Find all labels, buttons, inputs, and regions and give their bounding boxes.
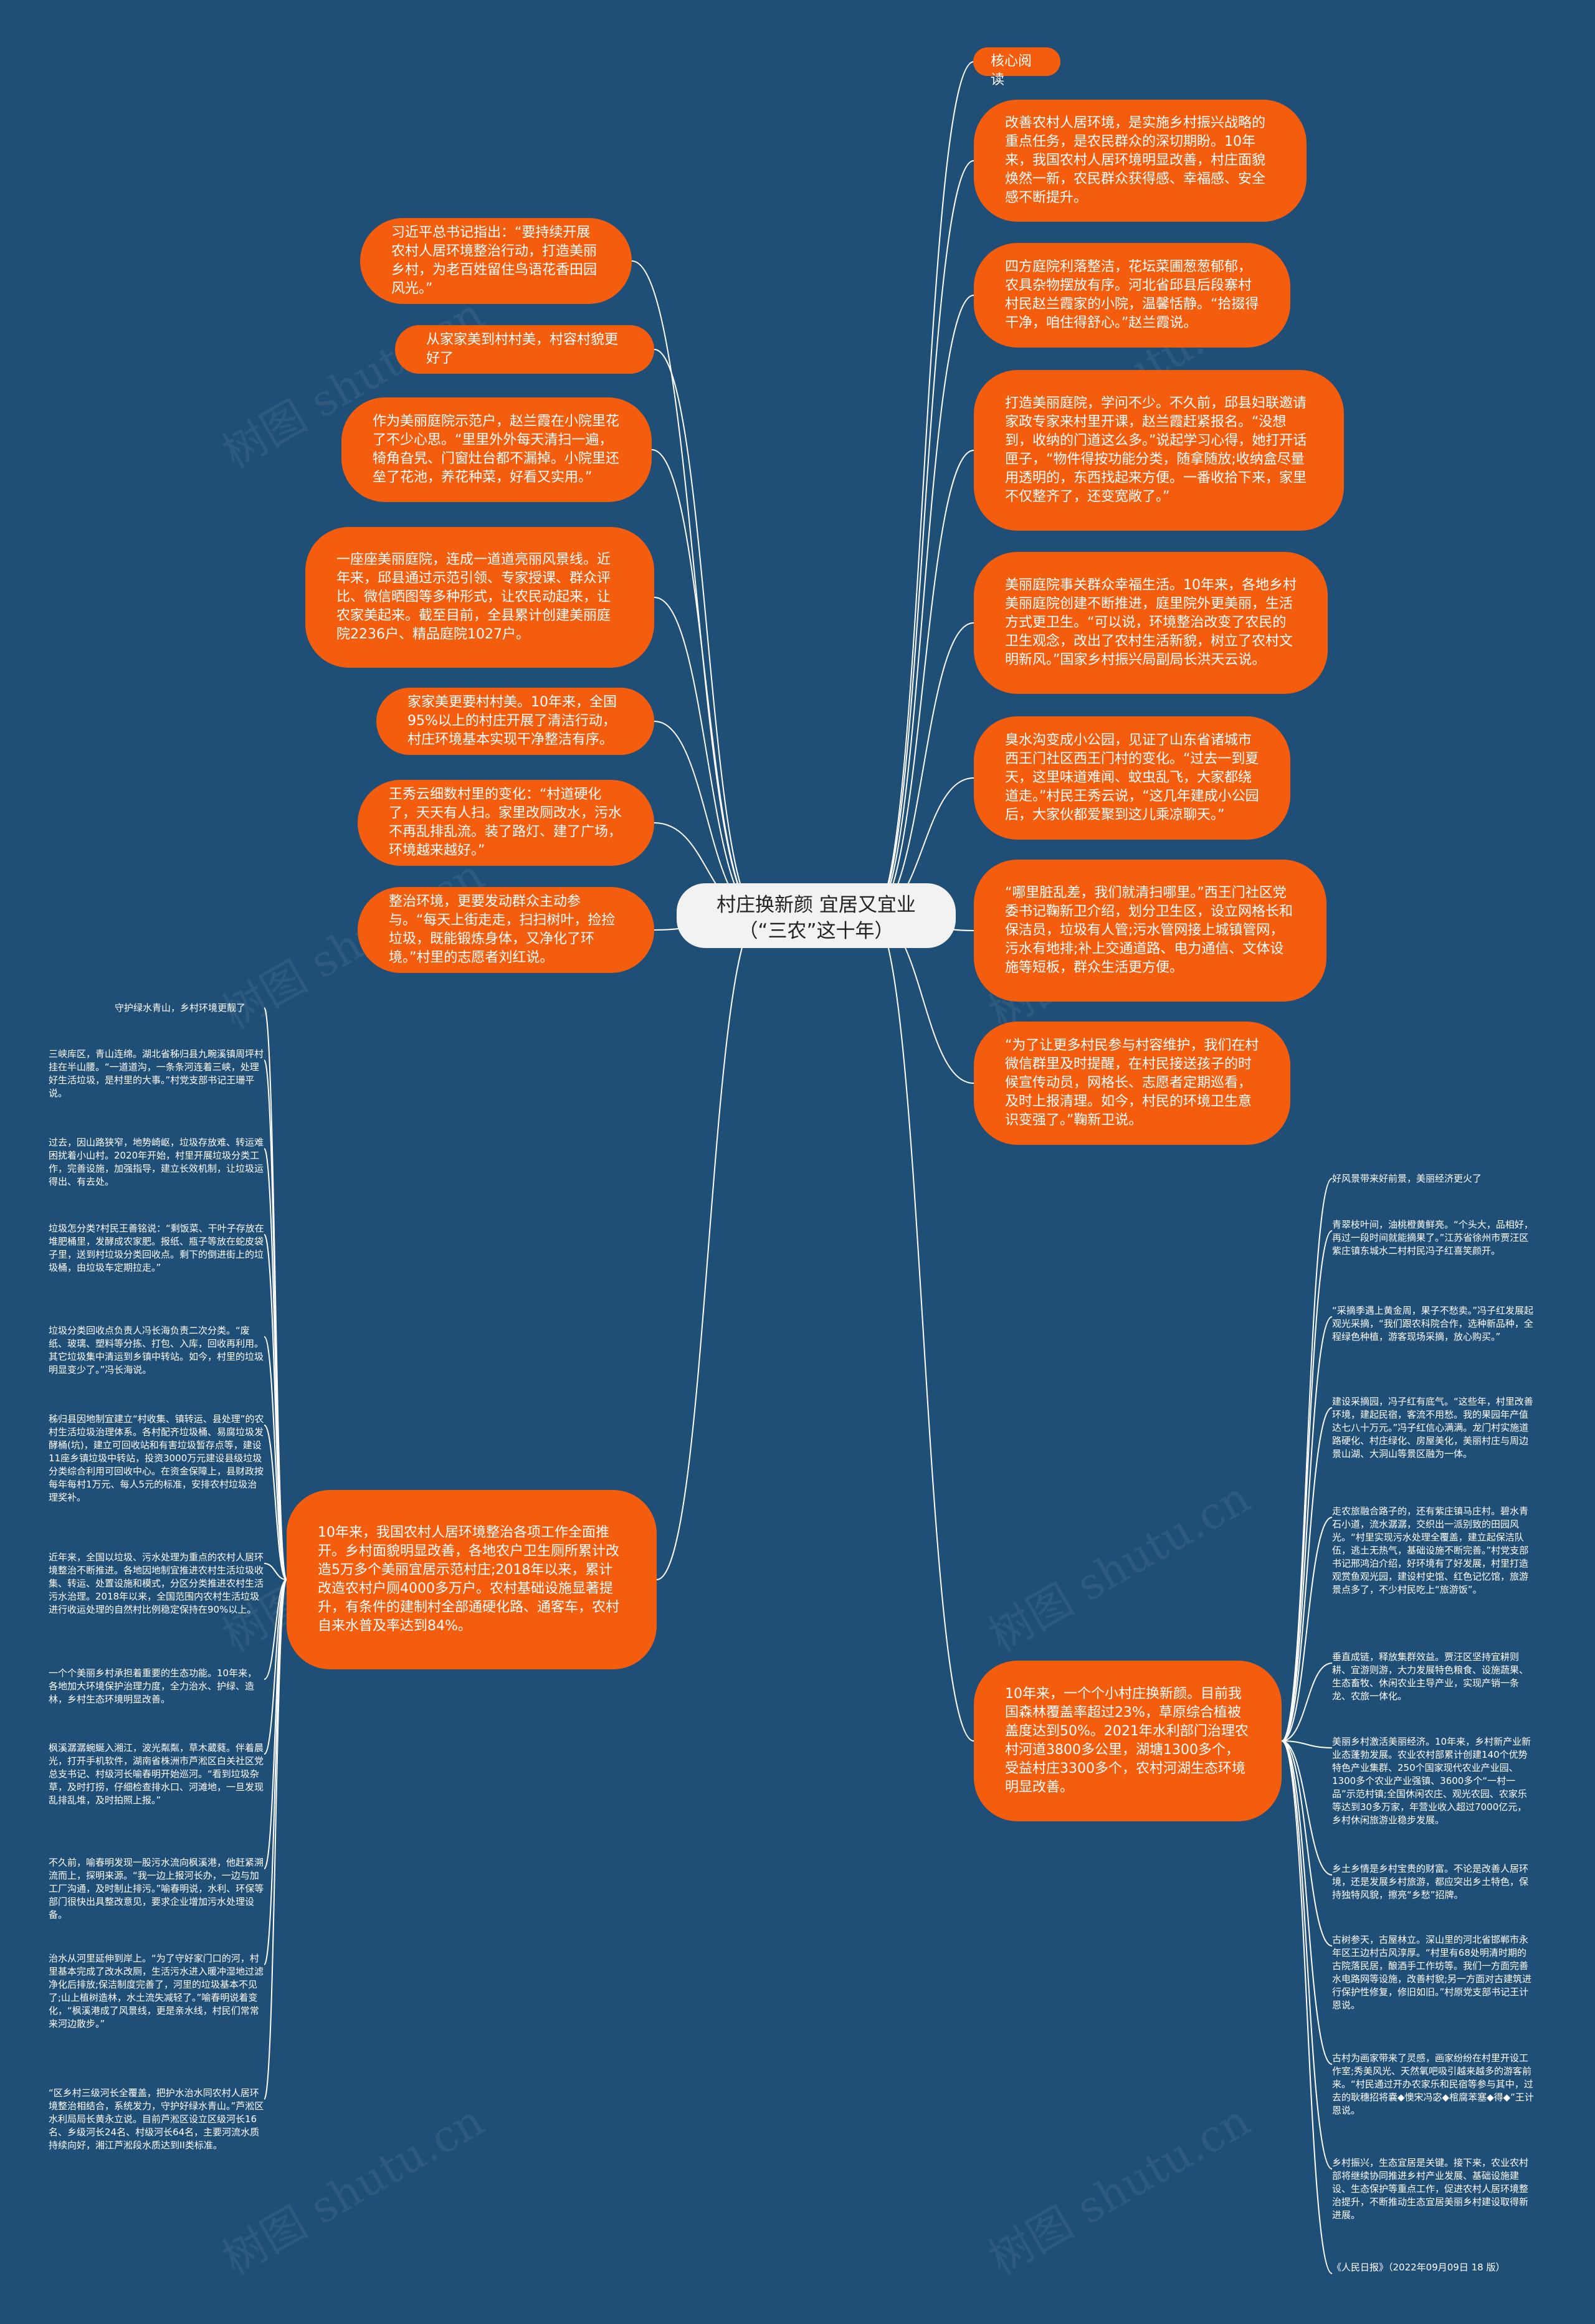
leaf-lb-9: 不久前，喻春明发现一股污水流向枫溪港，他赶紧溯流而上，探明来源。“我一边上报河长… bbox=[49, 1857, 264, 1920]
link-lb-leaf-5 bbox=[264, 1425, 287, 1580]
link-rb-leaf-7 bbox=[1281, 1740, 1333, 1876]
leaf-rb-3: 建设采摘园，冯子红有底气。“这些年，村里改善环境，建起民宿，客流不用愁。我的果园… bbox=[1332, 1396, 1533, 1459]
link-lb-leaf-3 bbox=[264, 1234, 287, 1580]
link-rt-1 bbox=[872, 61, 974, 916]
link-lt-3 bbox=[651, 449, 761, 916]
link-lb-leaf-10 bbox=[264, 1579, 287, 1965]
link-rb-leaf-10 bbox=[1281, 1740, 1333, 2170]
link-rb-leaf-0 bbox=[1281, 1178, 1333, 1742]
leaf-lb-2: 过去，因山路狭窄，地势崎岖，垃圾存放难、转运难困扰着小山村。2020年开始，村里… bbox=[49, 1137, 264, 1187]
link-rb-leaf-5 bbox=[1281, 1662, 1333, 1742]
link-rb-leaf-6 bbox=[1281, 1740, 1333, 1748]
leaf-rb-6: 美丽乡村激活美丽经济。10年来，乡村新产业新业态蓬勃发展。农业农村部累计创建14… bbox=[1332, 1736, 1531, 1826]
node-lt-2[interactable]: 从家家美到村村美，村容村貌更好了 bbox=[395, 325, 654, 374]
leaf-lb-title: 守护绿水青山，乡村环境更靓了 bbox=[115, 1002, 246, 1013]
leaf-rb-11: 《人民日报》（2022年09月09日 18 版） bbox=[1332, 2262, 1505, 2273]
node-rb-hub[interactable]: 10年来，一个个小村庄换新颜。目前我国森林覆盖率超过23%，草原综合植被盖度达到… bbox=[974, 1661, 1282, 1821]
link-lt-4 bbox=[654, 597, 761, 916]
link-rt-5 bbox=[872, 622, 974, 916]
node-rt-4[interactable]: 美丽庭院事关群众幸福生活。10年来，各地乡村美丽庭院创建不断推进，庭里院外更美丽… bbox=[974, 552, 1328, 694]
leaf-rb-4: 走农旅融合路子的，还有紫庄镇马庄村。碧水青石小道，流水潺潺，交织出一派别致的田园… bbox=[1332, 1506, 1529, 1595]
link-rb-hub bbox=[872, 915, 974, 1742]
central-topic[interactable]: 村庄换新颜 宜居又宜业（“三农”这十年） bbox=[677, 883, 956, 948]
leaf-lb-6: 近年来，全国以垃圾、污水处理为重点的农村人居环境整治不断推进。各地因地制宜推进农… bbox=[49, 1552, 264, 1615]
node-rt-7[interactable]: “为了让更多村民参与村容维护，我们在村微信群里及时提醒，在村民接送孩子的时候宣传… bbox=[974, 1022, 1290, 1145]
leaf-rb-1: 青翠枝叶间，油桃橙黄鲜亮。“个头大，品相好，再过一段时间就能摘果了。”江苏省徐州… bbox=[1332, 1219, 1533, 1256]
node-lt-3[interactable]: 作为美丽庭院示范户，赵兰霞在小院里花了不少心思。“里里外外每天清扫一遍，犄角旮旯… bbox=[341, 397, 652, 502]
link-lb-leaf-11 bbox=[264, 1579, 287, 2100]
link-rt-3 bbox=[872, 295, 974, 916]
leaf-rb-7: 乡土乡情是乡村宝贵的财富。不论是改善人居环境，还是发展乡村旅游，都应突出乡土特色… bbox=[1332, 1863, 1529, 1900]
node-lb-hub[interactable]: 10年来，我国农村人居环境整治各项工作全面推开。乡村面貌明显改善，各地农户卫生厕… bbox=[287, 1490, 657, 1669]
node-rt-1[interactable]: 改善农村人居环境，是实施乡村振兴战略的重点任务，是农民群众的深切期盼。10年来，… bbox=[974, 100, 1307, 222]
link-rb-leaf-2 bbox=[1281, 1316, 1333, 1742]
leaf-rb-5: 垂直成链，释放集群效益。贾汪区坚持宜耕则耕、宜游则游，大力发展特色粮食、设施蔬果… bbox=[1332, 1651, 1529, 1702]
link-lb-leaf-7 bbox=[264, 1579, 287, 1680]
leaf-lb-10: 治水从河里延伸到岸上。“为了守好家门口的河，村里基本完成了改水改厕，生活污水进入… bbox=[49, 1953, 264, 2029]
link-lb-leaf-6 bbox=[264, 1563, 287, 1580]
node-rt-6[interactable]: “哪里脏乱差，我们就清扫哪里。”西王门社区党委书记鞠新卫介绍，划分卫生区，设立网… bbox=[974, 860, 1326, 1002]
node-lt-6[interactable]: 王秀云细数村里的变化：“村道硬化了，天天有人扫。家里改厕改水，污水不再乱排乱流。… bbox=[358, 780, 654, 866]
link-rb-leaf-11 bbox=[1281, 1740, 1333, 2274]
link-rb-leaf-9 bbox=[1281, 1740, 1333, 2065]
link-lt-2 bbox=[654, 349, 761, 916]
node-core-reading[interactable]: 核心阅读 bbox=[973, 47, 1060, 88]
leaf-rb-8: 古树参天，古屋林立。深山里的河北省邯郸市永年区王边村古风淳厚。“村里有68处明清… bbox=[1332, 1934, 1532, 2011]
node-rt-5[interactable]: 臭水沟变成小公园，见证了山东省诸城市西王门社区西王门村的变化。“过去一到夏天，这… bbox=[974, 716, 1290, 840]
link-rb-leaf-8 bbox=[1281, 1740, 1333, 1947]
link-lb-hub bbox=[656, 915, 761, 1580]
link-lb-leaf-2 bbox=[264, 1148, 287, 1580]
leaf-lb-3: 垃圾怎分类?村民王善铭说：“剩饭菜、干叶子存放在堆肥桶里，发酵成农家肥。报纸、瓶… bbox=[49, 1223, 264, 1273]
link-lb-leaf-8 bbox=[264, 1579, 287, 1755]
link-rb-leaf-3 bbox=[1281, 1407, 1333, 1742]
node-lt-5[interactable]: 家家美更要村村美。10年来，全国95%以上的村庄开展了清洁行动，村庄环境基本实现… bbox=[376, 688, 654, 755]
link-rt-2 bbox=[872, 160, 974, 916]
leaf-rb-title: 好风景带来好前景，美丽经济更火了 bbox=[1332, 1173, 1482, 1184]
leaf-lb-11: “区乡村三级河长全覆盖，把护水治水同农村人居环境整治相结合，系统发力，守护好绿水… bbox=[49, 2087, 264, 2151]
leaf-lb-8: 枫溪潺潺蜿蜒入湘江，波光粼粼，草木葳蕤。伴着晨光，打开手机软件，湖南省株洲市芦淞… bbox=[49, 1742, 264, 1806]
leaf-lb-1: 三峡库区，青山连绵。湖北省秭归县九畹溪镇周坪村挂在半山腰。“一道道沟，一条条河连… bbox=[49, 1048, 264, 1099]
leaf-lb-7: 一个个美丽乡村承担着重要的生态功能。10年来，各地加大环境保护治理力度，全力治水… bbox=[49, 1667, 257, 1705]
node-rt-2[interactable]: 四方庭院利落整洁，花坛菜圃葱葱郁郁，农具杂物摆放有序。河北省邱县后段寨村村民赵兰… bbox=[974, 243, 1290, 348]
link-rb-leaf-1 bbox=[1281, 1230, 1333, 1742]
leaf-lb-4: 垃圾分类回收点负责人冯长海负责二次分类。“废纸、玻璃、塑料等分拣、打包、入库，回… bbox=[49, 1325, 264, 1375]
link-lb-leaf-4 bbox=[264, 1336, 287, 1580]
leaf-rb-10: 乡村振兴，生态宜居是关键。接下来，农业农村部将继续协同推进乡村产业发展、基础设施… bbox=[1332, 2157, 1529, 2221]
leaf-lb-5: 秭归县因地制宜建立“村收集、镇转运、县处理”的农村生活垃圾治理体系。各村配齐垃圾… bbox=[49, 1413, 264, 1503]
node-rt-3[interactable]: 打造美丽庭院，学问不少。不久前，邱县妇联邀请家政专家来村里开课，赵兰霞赶紧报名。… bbox=[974, 370, 1344, 531]
node-lt-4[interactable]: 一座座美丽庭院，连成一道道亮丽风景线。近年来，邱县通过示范引领、专家授课、群众评… bbox=[305, 527, 654, 668]
node-lt-7[interactable]: 整治环境，更要发动群众主动参与。“每天上街走走，扫扫树叶，捡捡垃圾，既能锻炼身体… bbox=[358, 887, 654, 973]
link-rb-leaf-4 bbox=[1281, 1517, 1333, 1742]
node-lt-1[interactable]: 习近平总书记指出：“要持续开展农村人居环境整治行动，打造美丽乡村，为老百姓留住鸟… bbox=[360, 218, 632, 304]
leaf-rb-2: “采摘季遇上黄金周，果子不愁卖。”冯子红发展起观光采摘，“我们跟农科院合作，选种… bbox=[1332, 1305, 1534, 1342]
leaf-rb-9: 古村为画家带来了灵感，画家纷纷在村里开设工作室;秀美风光、天然氧吧吸引越来越多的… bbox=[1332, 2052, 1534, 2116]
